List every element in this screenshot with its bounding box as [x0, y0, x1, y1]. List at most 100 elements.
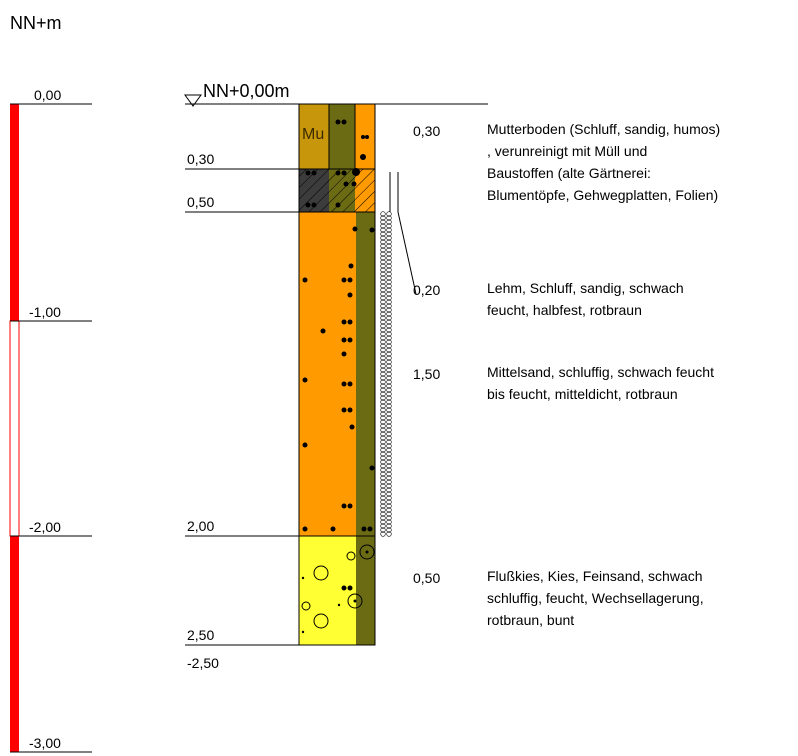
filter-circle — [380, 283, 386, 289]
filter-circle — [380, 475, 386, 481]
filter-circle — [380, 235, 386, 241]
description-line: Lehm, Schluff, sandig, schwach — [487, 280, 684, 296]
description-line: Blumentöpfe, Gehwegplatten, Folien) — [487, 187, 719, 203]
filter-circle — [386, 495, 392, 501]
filter-circle — [380, 459, 386, 465]
filter-circle — [386, 311, 392, 317]
filter-pipe — [380, 211, 392, 537]
filter-circle — [386, 523, 392, 529]
filter-circle — [386, 443, 392, 449]
filter-circle — [380, 507, 386, 513]
filter-circle — [380, 335, 386, 341]
filter-circle — [386, 455, 392, 461]
filter-circle — [386, 219, 392, 225]
filter-circle — [386, 423, 392, 429]
filter-circle — [386, 387, 392, 393]
filter-circle — [386, 259, 392, 265]
filter-circle — [386, 243, 392, 249]
filter-circle — [386, 251, 392, 257]
filter-circle — [386, 515, 392, 521]
filter-circle — [380, 415, 386, 421]
filter-circle — [386, 355, 392, 361]
filter-circle — [386, 343, 392, 349]
filter-circle — [380, 423, 386, 429]
filter-circle — [380, 339, 386, 345]
filter-circle — [386, 439, 392, 445]
filter-circle — [380, 267, 386, 273]
layer-topsoil-olive — [329, 104, 355, 169]
filter-circle — [380, 379, 386, 385]
filter-circle — [386, 351, 392, 357]
filter-circle — [380, 471, 386, 477]
filter-circle — [380, 303, 386, 309]
filter-circle — [380, 479, 386, 485]
scale-segment-1 — [10, 104, 19, 321]
description-line: Mutterboden (Schluff, sandig, humos) — [487, 121, 721, 137]
filter-circle — [380, 451, 386, 457]
scale-segment-2 — [9, 320, 20, 537]
filter-circle — [380, 291, 386, 297]
depth-label-4: 2,50 — [187, 627, 215, 643]
scale-label-1: -1,00 — [29, 304, 61, 320]
filter-circle — [380, 447, 386, 453]
filter-circle — [386, 315, 392, 321]
filter-circle — [380, 443, 386, 449]
description-line: bis feucht, mitteldicht, rotbraun — [487, 386, 678, 402]
filter-circle — [386, 347, 392, 353]
filter-circle — [386, 479, 392, 485]
description-line: rotbraun, bunt — [487, 612, 575, 628]
filter-circle — [386, 275, 392, 281]
filter-circle — [380, 363, 386, 369]
filter-circle — [380, 331, 386, 337]
filter-circle — [386, 235, 392, 241]
filter-circle — [380, 519, 386, 525]
filter-circle — [380, 503, 386, 509]
layer-sand-olive — [356, 212, 375, 536]
filter-circle — [380, 419, 386, 425]
filter-circle — [380, 407, 386, 413]
filter-circle — [380, 427, 386, 433]
filter-circle — [386, 327, 392, 333]
filter-circle — [380, 243, 386, 249]
layer-topsoil-orange — [355, 104, 375, 169]
depth-label-end: -2,50 — [187, 655, 219, 671]
description-line: schluffig, feucht, Wechsellagerung, — [487, 590, 704, 606]
filter-circle — [386, 471, 392, 477]
filter-circle — [386, 527, 392, 533]
filter-circle — [386, 519, 392, 525]
filter-circle — [380, 395, 386, 401]
filter-circle — [386, 459, 392, 465]
filter-circle — [380, 359, 386, 365]
filter-circle — [380, 511, 386, 517]
filter-circle — [386, 499, 392, 505]
filter-circle — [380, 467, 386, 473]
filter-circle — [386, 223, 392, 229]
filter-circle — [386, 359, 392, 365]
filter-circle — [386, 255, 392, 261]
filter-circle — [380, 355, 386, 361]
filter-circle — [386, 283, 392, 289]
layer-description-1: Mutterboden (Schluff, sandig, humos) , v… — [487, 118, 720, 206]
filter-circle — [380, 439, 386, 445]
layer-description-3: Mittelsand, schluffig, schwach feucht bi… — [487, 361, 714, 405]
filter-circle — [380, 247, 386, 253]
filter-circle — [380, 259, 386, 265]
filter-circle — [386, 431, 392, 437]
filter-circle — [380, 251, 386, 257]
filter-circle — [380, 343, 386, 349]
scale-label-2: -2,00 — [29, 519, 61, 535]
filter-circle — [386, 475, 392, 481]
filter-circle — [380, 311, 386, 317]
layer-description-2: Lehm, Schluff, sandig, schwach feucht, h… — [487, 277, 684, 321]
gravel-circles — [301, 544, 375, 629]
description-line: feucht, halbfest, rotbraun — [487, 302, 642, 318]
filter-circle — [380, 319, 386, 325]
filter-circle — [386, 427, 392, 433]
filter-circle — [380, 491, 386, 497]
filter-circle — [386, 467, 392, 473]
filter-circle — [386, 303, 392, 309]
filter-circle — [380, 327, 386, 333]
filter-circle — [380, 299, 386, 305]
filter-circle — [380, 527, 386, 533]
topsoil-abbreviation: Mu — [302, 126, 325, 143]
